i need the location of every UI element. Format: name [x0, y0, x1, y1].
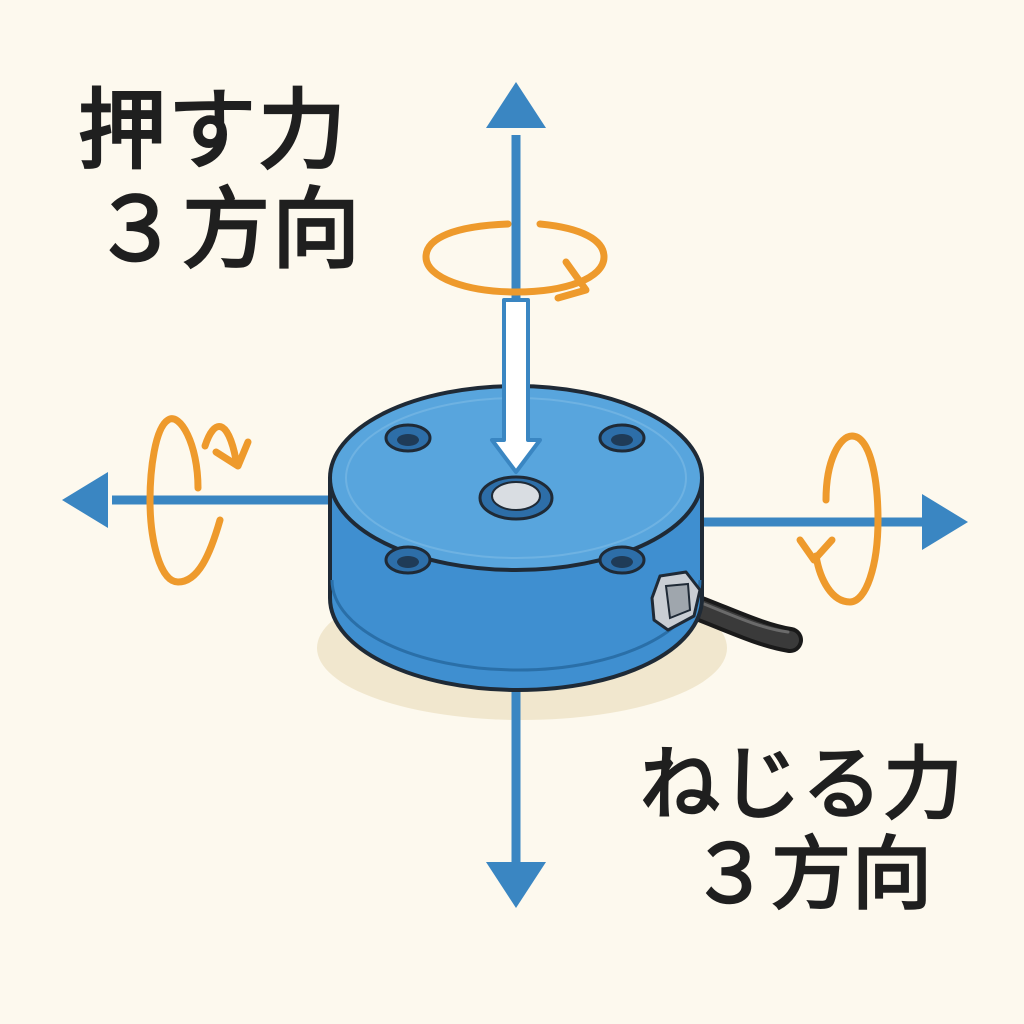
- center-button: [478, 475, 554, 521]
- mounting-hole: [598, 423, 646, 453]
- mounting-hole: [384, 545, 432, 575]
- push-arrow-icon: [490, 298, 542, 474]
- rotation-arrow-icon: [146, 415, 252, 586]
- mounting-hole: [384, 423, 432, 453]
- vertical-axis-down: [486, 690, 546, 908]
- up-arrow-icon: [486, 82, 546, 128]
- cable-connector-nut: [650, 570, 702, 632]
- mounting-hole: [598, 545, 646, 575]
- horizontal-axis-right: [690, 494, 968, 550]
- force-torque-sensor-icon: [328, 384, 704, 692]
- left-arrow-icon: [62, 472, 108, 528]
- torque-label-line2: ３方向: [690, 827, 933, 921]
- torque-label-line1: ねじる力: [640, 738, 964, 831]
- rotation-arrow-icon: [796, 432, 882, 606]
- rotation-arrow-icon: [422, 220, 608, 302]
- force-label-line1: 押す力: [78, 79, 349, 182]
- right-arrow-icon: [922, 494, 968, 550]
- force-label: 押す力 ３方向: [78, 79, 363, 281]
- force-label-line2: ３方向: [92, 177, 363, 281]
- torque-label: ねじる力 ３方向: [640, 740, 964, 919]
- down-arrow-icon: [486, 862, 546, 908]
